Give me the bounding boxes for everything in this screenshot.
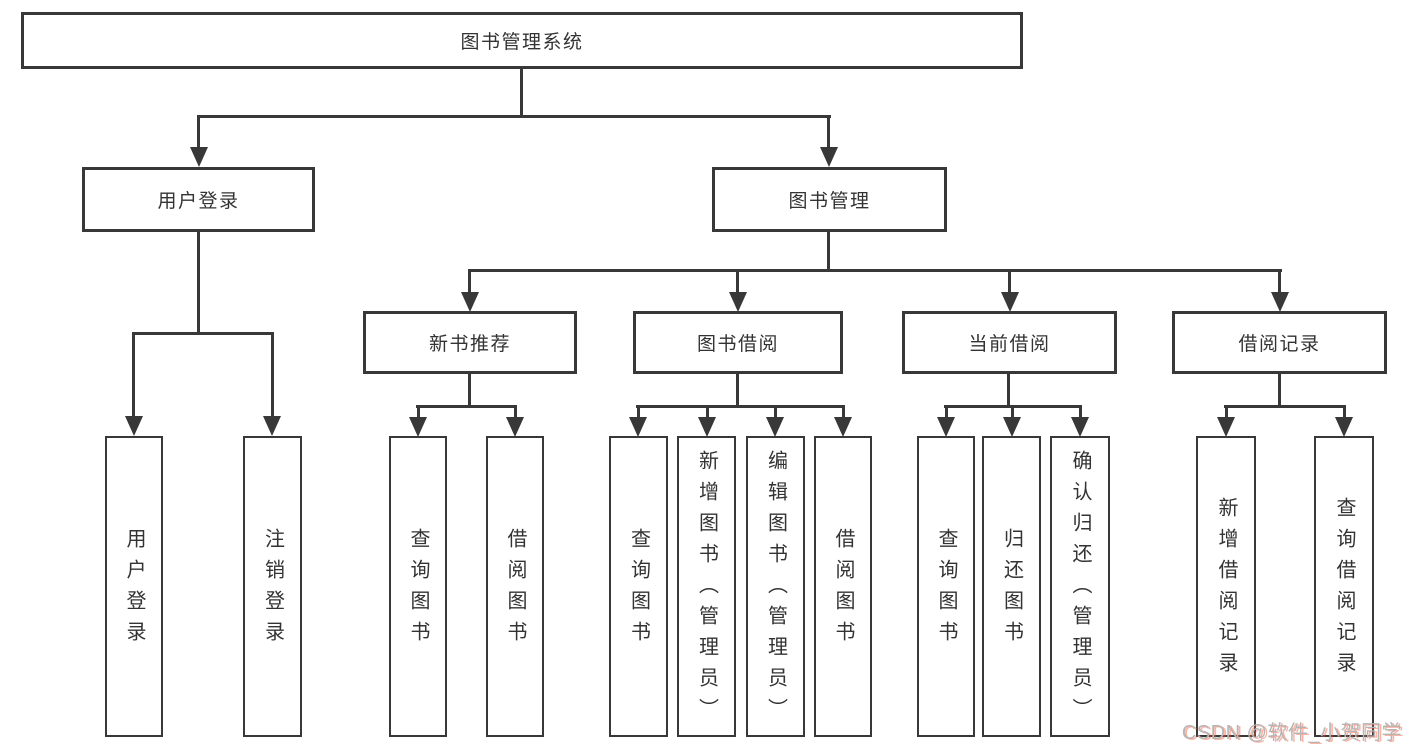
node-leaf-borrow-book-recommend: 借阅图书 [486, 436, 544, 737]
edge-to-new-book-recommend-shaft [468, 269, 471, 294]
connector-current-borrow-stem [1007, 373, 1010, 408]
node-new-book-recommend: 新书推荐 [363, 311, 577, 374]
edge-to-borrow-records-shaft [1278, 269, 1281, 294]
connector-borrow-records-stem [1278, 373, 1281, 408]
node-borrow-records: 借阅记录 [1172, 311, 1387, 374]
node-leaf-borrow-book: 借阅图书 [814, 436, 872, 737]
edge-nbr-query-book-shaft [417, 405, 420, 419]
connector-root-stem [520, 68, 523, 117]
connector-user-login-stem [197, 231, 200, 334]
node-current-borrow: 当前借阅 [902, 311, 1117, 374]
edge-br-query-record-shaft [1343, 405, 1346, 419]
edge-bb-borrow-book-arrowhead [834, 417, 852, 437]
node-book-management: 图书管理 [712, 167, 947, 232]
edge-to-borrow-records-arrowhead [1271, 292, 1289, 312]
connector-book-management-stem [827, 231, 830, 272]
edge-bb-query-book-shaft [637, 405, 640, 419]
edge-user-login-to-login-arrowhead [125, 416, 143, 436]
edge-to-current-borrow-shaft [1008, 269, 1011, 294]
node-leaf-query-book-current: 查询图书 [917, 436, 975, 737]
edge-root-to-user-login-shaft [197, 115, 200, 149]
connector-root-bar [197, 115, 831, 118]
node-leaf-query-borrow-record: 查询借阅记录 [1314, 436, 1374, 737]
node-leaf-query-book-recommend: 查询图书 [389, 436, 447, 737]
edge-br-query-record-arrowhead [1335, 417, 1353, 437]
edge-nbr-borrow-book-shaft [514, 405, 517, 419]
edge-user-login-to-logout-arrowhead [263, 416, 281, 436]
edge-nbr-query-book-arrowhead [409, 417, 427, 437]
connector-book-management-bar [468, 269, 1282, 272]
connector-book-borrow-bar [636, 405, 845, 408]
edge-cb-confirm-return-arrowhead [1071, 417, 1089, 437]
edge-user-login-to-login-shaft [132, 332, 135, 418]
node-leaf-add-borrow-record: 新增借阅记录 [1196, 436, 1256, 737]
connector-borrow-records-bar [1224, 405, 1346, 408]
edge-to-new-book-recommend-arrowhead [461, 292, 479, 312]
node-leaf-query-book-borrow: 查询图书 [609, 436, 668, 737]
edge-bb-add-book-shaft [706, 405, 709, 419]
edge-bb-edit-book-arrowhead [766, 417, 784, 437]
connector-new-book-recommend-stem [468, 373, 471, 408]
node-leaf-user-login: 用户登录 [105, 436, 163, 737]
edge-root-to-book-management-arrowhead [820, 147, 838, 167]
edge-cb-query-book-arrowhead [937, 417, 955, 437]
edge-cb-query-book-shaft [945, 405, 948, 419]
edge-root-to-book-management-shaft [827, 115, 830, 149]
node-book-borrow: 图书借阅 [633, 311, 843, 374]
csdn-watermark: CSDN @软件_小贺同学 [1181, 722, 1402, 744]
edge-bb-query-book-arrowhead [629, 417, 647, 437]
edge-br-add-record-arrowhead [1217, 417, 1235, 437]
node-leaf-edit-book-admin: 编辑图书（管理员） [746, 436, 805, 737]
edge-bb-add-book-arrowhead [698, 417, 716, 437]
edge-to-book-borrow-arrowhead [729, 292, 747, 312]
edge-user-login-to-logout-shaft [271, 332, 274, 418]
edge-to-book-borrow-shaft [736, 269, 739, 294]
edge-bb-borrow-book-shaft [842, 405, 845, 419]
edge-cb-confirm-return-shaft [1079, 405, 1082, 419]
connector-user-login-bar [132, 332, 274, 335]
edge-root-to-user-login-arrowhead [190, 147, 208, 167]
node-leaf-logout: 注销登录 [243, 436, 302, 737]
edge-cb-return-book-shaft [1011, 405, 1014, 419]
edge-to-current-borrow-arrowhead [1001, 292, 1019, 312]
connector-new-book-recommend-bar [416, 405, 517, 408]
edge-nbr-borrow-book-arrowhead [506, 417, 524, 437]
node-root-system: 图书管理系统 [21, 12, 1023, 69]
edge-cb-return-book-arrowhead [1003, 417, 1021, 437]
node-leaf-confirm-return-admin: 确认归还（管理员） [1050, 436, 1110, 737]
node-leaf-add-book-admin: 新增图书（管理员） [677, 436, 736, 737]
connector-book-borrow-stem [736, 373, 739, 408]
edge-bb-edit-book-shaft [774, 405, 777, 419]
node-user-login: 用户登录 [82, 167, 315, 232]
node-leaf-return-book: 归还图书 [982, 436, 1041, 737]
edge-br-add-record-shaft [1225, 405, 1228, 419]
